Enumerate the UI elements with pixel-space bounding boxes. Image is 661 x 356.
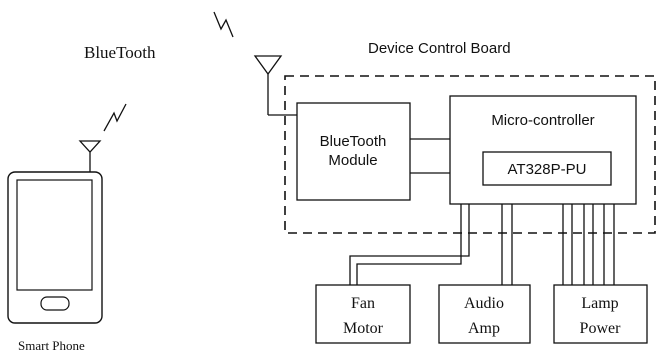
bt-module-label-2: Module [328,152,377,169]
microcontroller-box [449,95,637,205]
lightning-signal-icon [213,11,234,38]
antenna-icon [253,55,297,116]
chip-box [482,151,612,186]
board-title: Device Control Board [368,40,511,57]
microcontroller-label: Micro-controller [491,112,594,129]
bluetooth-title: BlueTooth [84,43,156,62]
control-board-boundary [284,75,656,234]
fan-motor-box [315,284,411,344]
fan-label-2: Motor [343,320,384,337]
lightning-signal-icon [103,103,127,132]
audio-label-1: Audio [464,295,504,312]
smart-phone-label: Smart Phone [18,338,85,353]
fan-label-1: Fan [351,295,375,312]
chip-label: AT328P-PU [508,161,587,178]
fan-wire [349,204,470,285]
lamp-power-box [553,284,648,344]
bt-module-label-1: BlueTooth [320,133,387,150]
antenna-icon [78,140,102,172]
fan-wire [356,204,462,285]
audio-label-2: Amp [468,320,500,337]
lamp-label-1: Lamp [581,295,618,312]
phone-screen [16,179,93,291]
phone-home-button [40,296,70,311]
lamp-label-2: Power [580,320,622,337]
smart-phone [7,171,103,324]
audio-amp-box [438,284,531,344]
bluetooth-module-box [296,102,411,201]
